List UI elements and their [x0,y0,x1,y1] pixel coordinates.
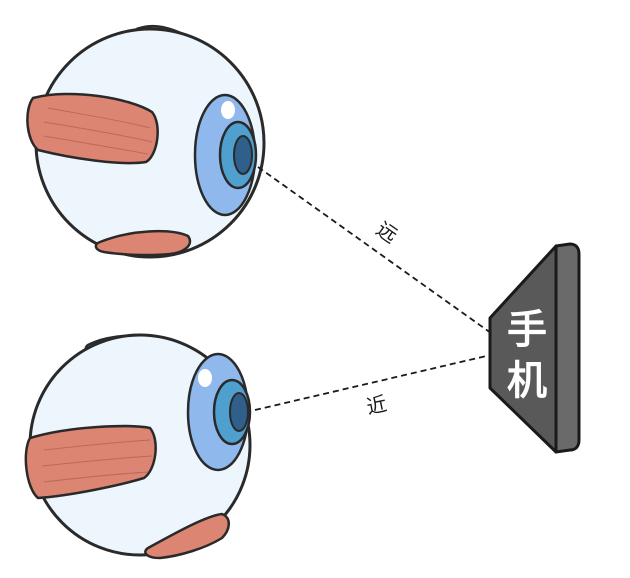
top-eye-lower-muscle [94,229,192,257]
phone-side [554,242,581,454]
phone-face [488,244,558,454]
top-eyeball [26,25,266,259]
near-sight-line [254,349,513,411]
phone: 手 机 [488,242,581,454]
far-label: 远 [372,217,402,248]
top-eye-muscle-fibers [43,107,153,155]
top-eye-highlight [221,101,235,119]
near-label: 近 [364,391,389,419]
bottom-eyeball [24,333,252,560]
phone-label-line2: 机 [507,358,547,404]
top-eye-side-muscle [26,92,159,165]
bottom-eye-muscle-fibers [41,439,153,483]
far-sight-line [257,166,513,349]
top-eye-pupil [233,135,253,175]
bottom-eye-highlight [198,369,212,387]
bottom-eye-pupil [229,392,249,432]
bottom-eye-lower-muscle [144,512,230,560]
phone-label: 手 [507,307,547,353]
